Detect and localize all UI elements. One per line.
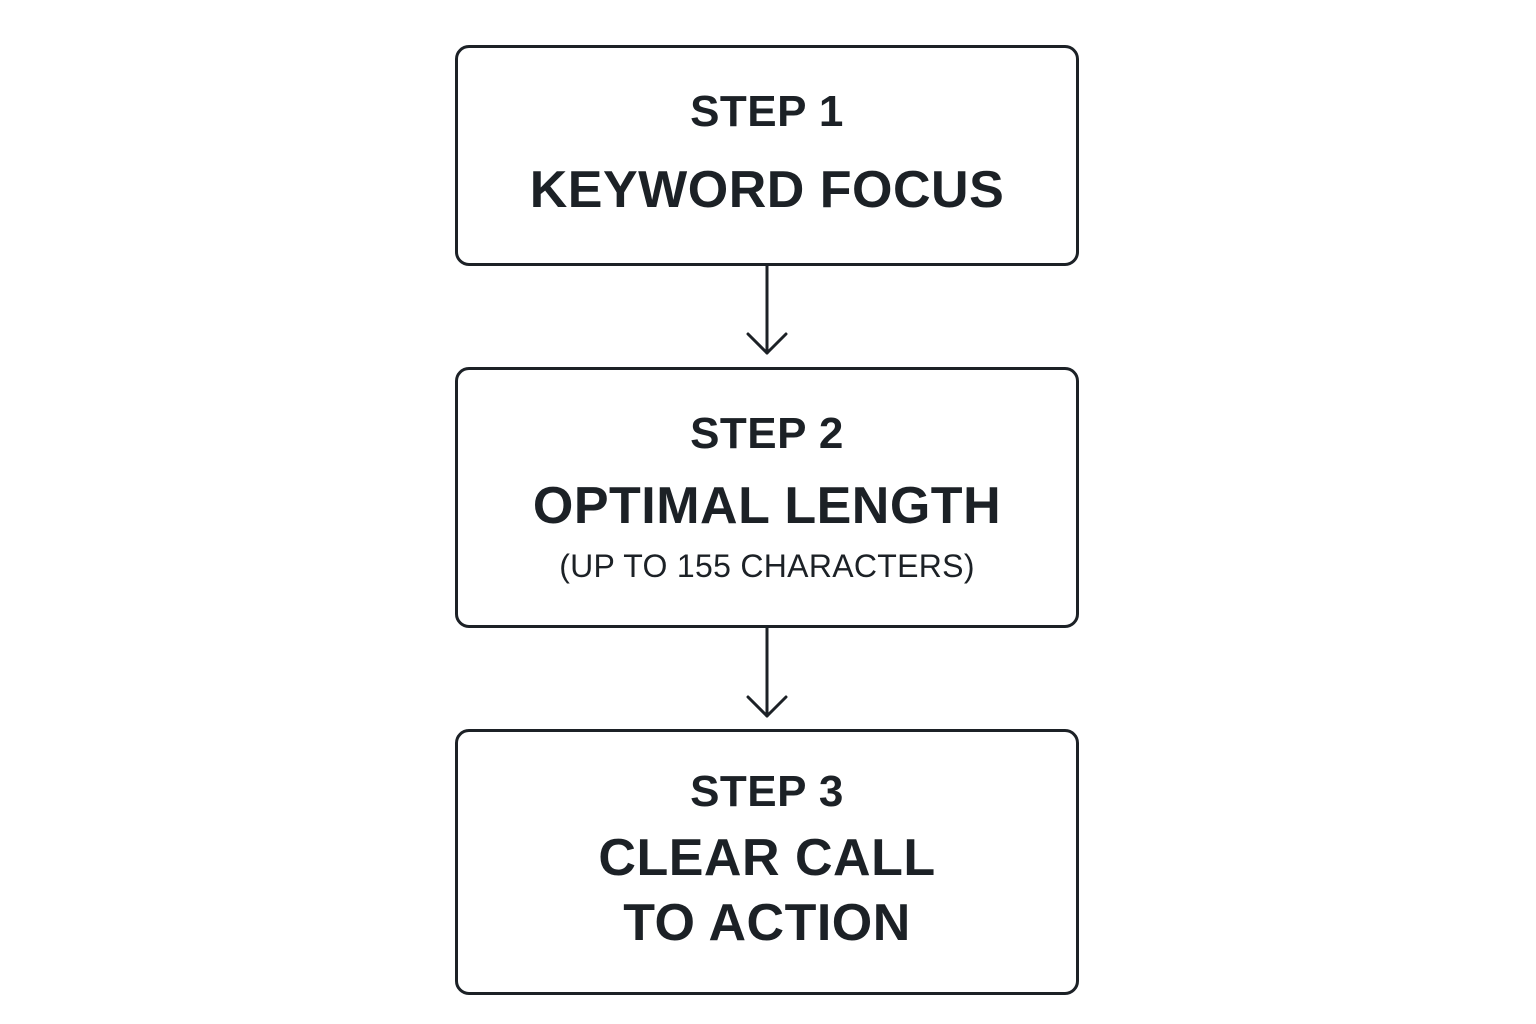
step-3-box: STEP 3 CLEAR CALL TO ACTION (455, 729, 1079, 995)
step-2-box: STEP 2 OPTIMAL LENGTH (UP TO 155 CHARACT… (455, 367, 1079, 628)
arrow-down-icon (746, 626, 788, 718)
step-2-title: OPTIMAL LENGTH (532, 477, 1002, 535)
step-1-title: KEYWORD FOCUS (529, 161, 1005, 220)
step-2-label: STEP 2 (690, 408, 844, 458)
step-3-title-line-1: CLEAR CALL (598, 829, 936, 888)
step-3-title-line-2: TO ACTION (623, 894, 911, 953)
arrow-down-icon (746, 264, 788, 355)
step-1-label: STEP 1 (690, 86, 844, 136)
step-3-label: STEP 3 (690, 766, 844, 816)
step-2-note: (UP TO 155 CHARACTERS) (559, 548, 975, 584)
step-1-box: STEP 1 KEYWORD FOCUS (455, 45, 1079, 266)
